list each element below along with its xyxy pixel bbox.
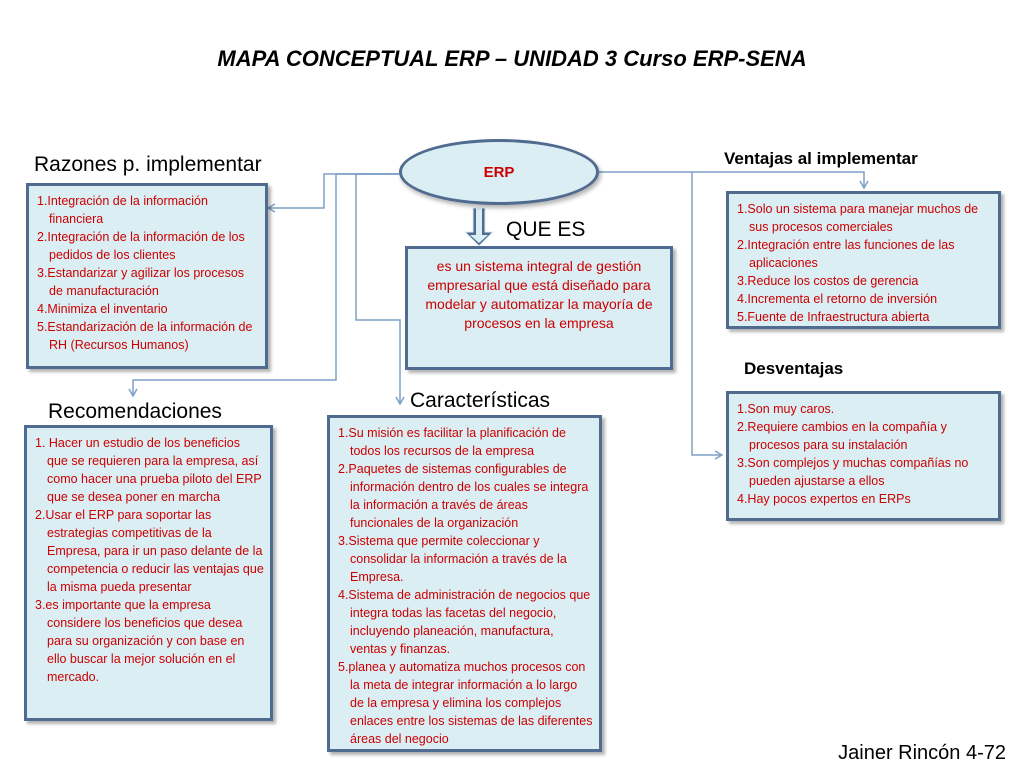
list-item: 4.Incrementa el retorno de inversión xyxy=(737,292,938,306)
list-item: 1.Son muy caros. xyxy=(737,402,835,416)
que-es-box: es un sistema integral de gestión empres… xyxy=(405,246,673,370)
down-arrow-icon xyxy=(463,207,495,247)
desventajas-heading: Desventajas xyxy=(744,359,844,378)
list-item: 2.Paquetes de sistemas configurables de … xyxy=(338,462,589,530)
desventajas-box: 1.Son muy caros. 2.Requiere cambios en l… xyxy=(726,391,1001,521)
list-item: 4.Sistema de administración de negocios … xyxy=(338,588,591,656)
list-item: 3.es importante que la empresa considere… xyxy=(35,598,245,684)
list-item: 2.Requiere cambios en la compañía y proc… xyxy=(737,420,947,452)
list-item: 3.Son complejos y muchas compañías no pu… xyxy=(737,456,969,488)
ventajas-box: 1.Solo un sistema para manejar muchos de… xyxy=(726,191,1001,329)
erp-node: ERP xyxy=(399,139,599,205)
ventajas-heading: Ventajas al implementar xyxy=(724,149,918,168)
recomendaciones-box: 1. Hacer un estudio de los beneficios qu… xyxy=(24,425,273,721)
link-razones xyxy=(266,173,399,213)
list-item: 1.Solo un sistema para manejar muchos de… xyxy=(737,202,979,234)
list-item: 4.Hay pocos expertos en ERPs xyxy=(737,492,911,506)
list-item: 1. Hacer un estudio de los beneficios qu… xyxy=(35,436,262,504)
list-item: 2.Integración de la información de los p… xyxy=(37,230,245,262)
que-es-text: es un sistema integral de gestión empres… xyxy=(425,258,653,331)
que-es-heading: QUE ES xyxy=(506,218,586,241)
list-item: 5.Estandarización de la información de R… xyxy=(37,320,253,352)
page-title: MAPA CONCEPTUAL ERP – UNIDAD 3 Curso ERP… xyxy=(217,46,807,71)
link-caracteristicas xyxy=(355,173,405,406)
razones-box: 1.Integración de la información financie… xyxy=(26,183,268,369)
erp-label: ERP xyxy=(483,163,515,181)
list-item: 1.Integración de la información financie… xyxy=(37,194,208,226)
list-item: 5.planea y automatiza muchos procesos co… xyxy=(338,660,593,746)
list-item: 3.Estandarizar y agilizar los procesos d… xyxy=(37,266,245,298)
recomendaciones-heading: Recomendaciones xyxy=(48,400,222,423)
list-item: 2.Integración entre las funciones de las… xyxy=(737,238,955,270)
link-ventajas xyxy=(599,171,869,190)
author-footer: Jainer Rincón 4-72 xyxy=(838,742,1006,764)
list-item: 4.Minimiza el inventario xyxy=(37,302,168,316)
list-item: 2.Usar el ERP para soportar las estrateg… xyxy=(35,508,264,594)
list-item: 3.Reduce los costos de gerencia xyxy=(737,274,919,288)
list-item: 3.Sistema que permite coleccionar y cons… xyxy=(338,534,567,584)
caracteristicas-box: 1.Su misión es facilitar la planificació… xyxy=(327,415,602,752)
list-item: 5.Fuente de Infraestructura abierta xyxy=(737,310,930,324)
list-item: 1.Su misión es facilitar la planificació… xyxy=(338,426,566,458)
link-desventajas xyxy=(691,172,724,460)
razones-heading: Razones p. implementar xyxy=(34,153,262,176)
caracteristicas-heading: Características xyxy=(410,389,551,412)
